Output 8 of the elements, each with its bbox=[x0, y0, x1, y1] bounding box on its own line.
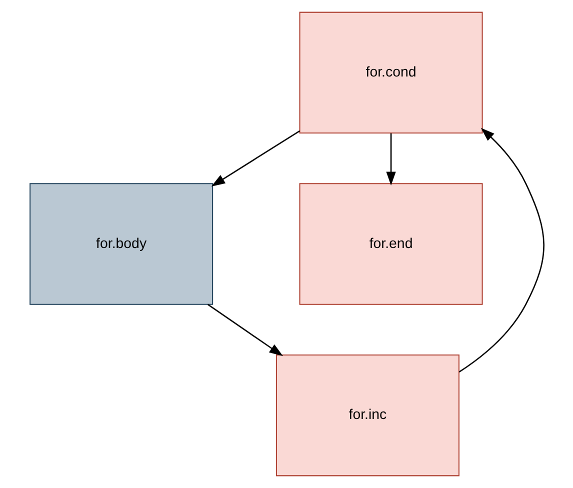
node-box: for.inc bbox=[275, 354, 459, 476]
node-box: for.end bbox=[298, 183, 482, 305]
node-box: for.cond bbox=[298, 12, 482, 134]
arrow bbox=[206, 304, 283, 356]
arrow bbox=[458, 128, 544, 372]
node-box: for.body bbox=[29, 183, 213, 305]
arrow bbox=[386, 133, 396, 186]
arrow bbox=[210, 130, 300, 186]
